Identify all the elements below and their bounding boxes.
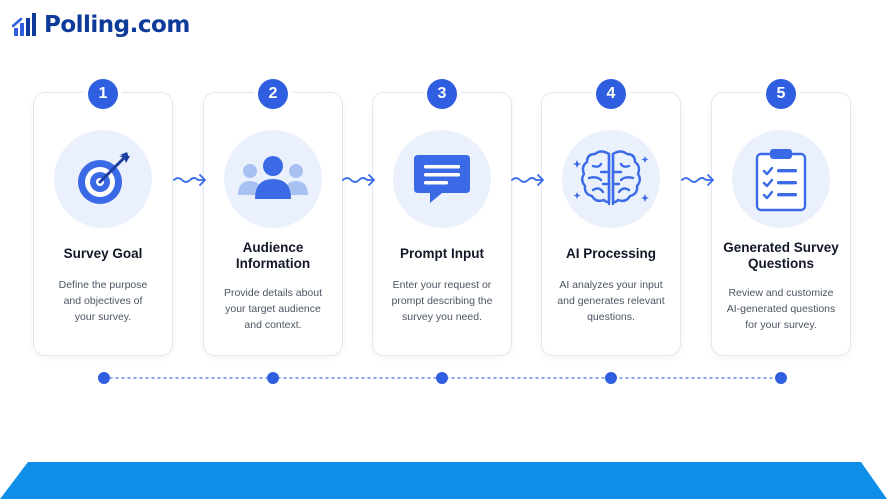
step-description: Define the purpose and objectives of you… xyxy=(58,279,148,323)
step-title: Survey Goal xyxy=(63,246,143,261)
timeline-dot xyxy=(605,372,617,384)
stairs-logo-icon xyxy=(12,13,36,36)
brand-name: Polling.com xyxy=(44,12,190,38)
logo: Polling.com xyxy=(12,12,190,38)
squiggle-arrow-icon xyxy=(511,174,544,186)
step-icon-circle xyxy=(393,130,491,228)
step-title: Prompt Input xyxy=(400,246,484,261)
step-title: Audience Information xyxy=(235,240,311,271)
timeline-dot xyxy=(775,372,787,384)
squiggle-arrow-icon xyxy=(342,174,375,186)
step-title: Generated Survey Questions xyxy=(723,240,839,271)
brain-icon xyxy=(573,150,649,206)
step-number-badge: 5 xyxy=(766,79,796,109)
progress-timeline xyxy=(98,372,787,384)
clipboard-checklist-icon xyxy=(755,149,807,212)
step-description: Review and customize AI-generated questi… xyxy=(726,287,836,331)
step-title: AI Processing xyxy=(565,246,657,261)
timeline-dot xyxy=(267,372,279,384)
timeline-dot xyxy=(98,372,110,384)
target-icon xyxy=(78,152,130,204)
step-number-badge: 2 xyxy=(258,79,288,109)
squiggle-arrow-icon xyxy=(173,174,206,186)
step-description: AI analyzes your input and generates rel… xyxy=(557,279,665,323)
users-icon xyxy=(238,156,308,199)
step-description: Enter your request or prompt describing … xyxy=(391,279,493,323)
timeline-dot xyxy=(436,372,448,384)
step-icon-circle xyxy=(562,130,660,228)
step-description: Provide details about your target audien… xyxy=(223,287,323,331)
step-icon-circle xyxy=(732,130,830,228)
chat-bubble-icon xyxy=(414,155,470,203)
step-number-badge: 1 xyxy=(88,79,118,109)
step-icon-circle xyxy=(224,130,322,228)
step-number-badge: 4 xyxy=(596,79,626,109)
squiggle-arrow-icon xyxy=(681,174,714,186)
step-icon-circle xyxy=(54,130,152,228)
step-number-badge: 3 xyxy=(427,79,457,109)
